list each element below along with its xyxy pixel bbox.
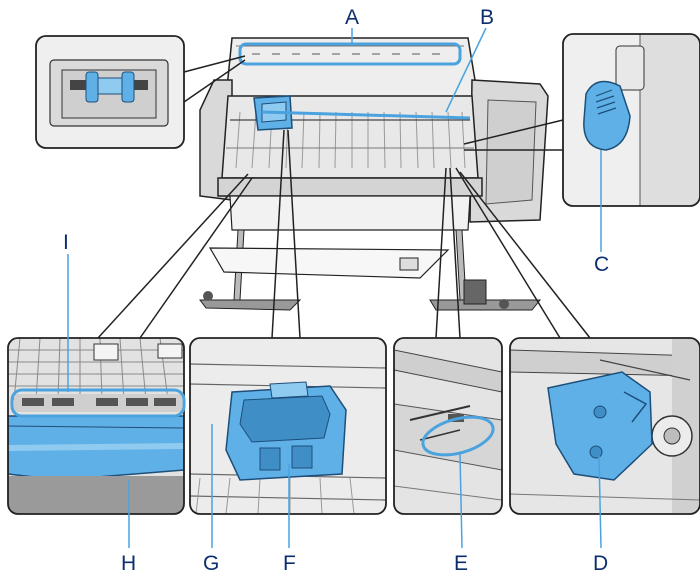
highlight-E (421, 415, 495, 457)
roller-inset-frame (35, 35, 185, 149)
cutter-inset-frame (562, 33, 700, 207)
callout-lines (97, 55, 591, 339)
label-i: I (63, 231, 69, 254)
cutter-detail-inset (563, 34, 700, 206)
label-a: A (345, 6, 360, 29)
label-b: B (480, 6, 495, 29)
printer-illustration (199, 37, 549, 311)
panel-carriage (190, 338, 386, 514)
label-g: G (203, 552, 220, 575)
highlight-I (10, 388, 186, 418)
panel-cutter-unit (510, 338, 700, 514)
panel-3-frame (393, 337, 503, 515)
panel-2-frame (189, 337, 387, 515)
roller-icon (70, 71, 148, 103)
label-c: C (594, 253, 610, 276)
roller-detail-inset (36, 36, 184, 148)
label-e: E (454, 552, 469, 575)
panel-1-frame (7, 337, 185, 515)
label-leaders (67, 27, 602, 549)
label-f: F (283, 552, 296, 575)
carriage-icon (225, 381, 347, 481)
panel-4-frame (509, 337, 700, 515)
label-d: D (593, 552, 609, 575)
cutter-icon (583, 80, 631, 151)
label-h: H (121, 552, 137, 575)
panel-sensor (394, 338, 502, 514)
panel-platen-vacuum (8, 338, 184, 514)
